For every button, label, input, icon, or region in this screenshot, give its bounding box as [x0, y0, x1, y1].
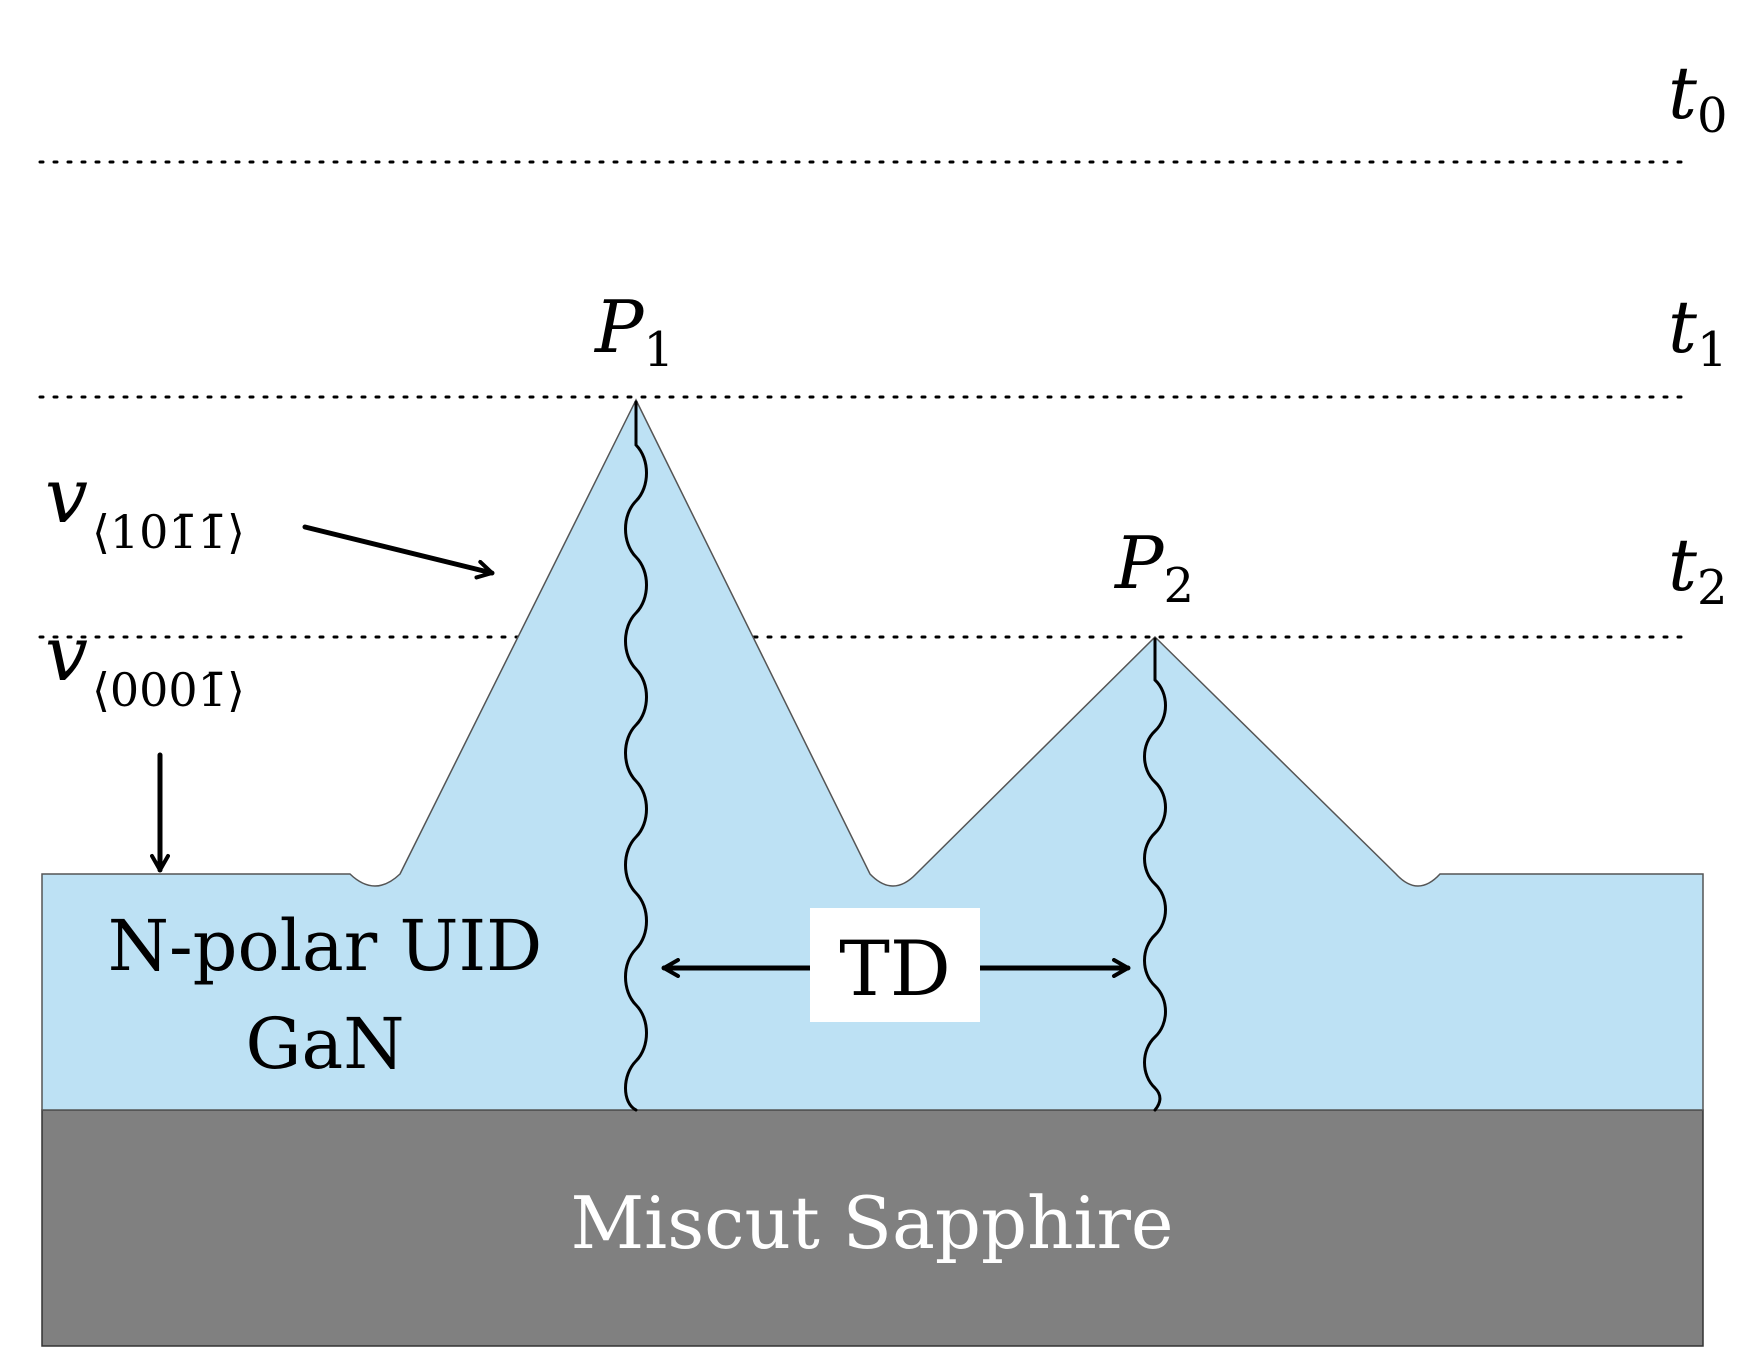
p2-label: P2: [1113, 521, 1194, 614]
td-label: TD: [839, 924, 951, 1013]
t2-label: t2: [1668, 523, 1727, 616]
threading-dislocation-2: [1143, 637, 1167, 1112]
t0-label: t0: [1668, 51, 1727, 144]
facet-velocity-label: v⟨101̄1̄⟩: [45, 451, 245, 559]
p1-label: P1: [593, 285, 674, 378]
gan-layer-label-line1: N-polar UID: [108, 905, 542, 987]
threading-dislocation-1: [624, 400, 648, 1112]
gan-layer: [41, 398, 1704, 1111]
sapphire-substrate: [41, 1109, 1704, 1347]
gan-layer-label-line2: GaN: [246, 1003, 405, 1085]
c-axis-velocity-label: v⟨0001̄⟩: [45, 609, 245, 717]
facet-velocity-arrow: [302, 524, 495, 580]
t1-label: t1: [1668, 285, 1727, 378]
sapphire-label: Miscut Sapphire: [570, 1181, 1173, 1265]
td-label-box: [810, 908, 980, 1022]
